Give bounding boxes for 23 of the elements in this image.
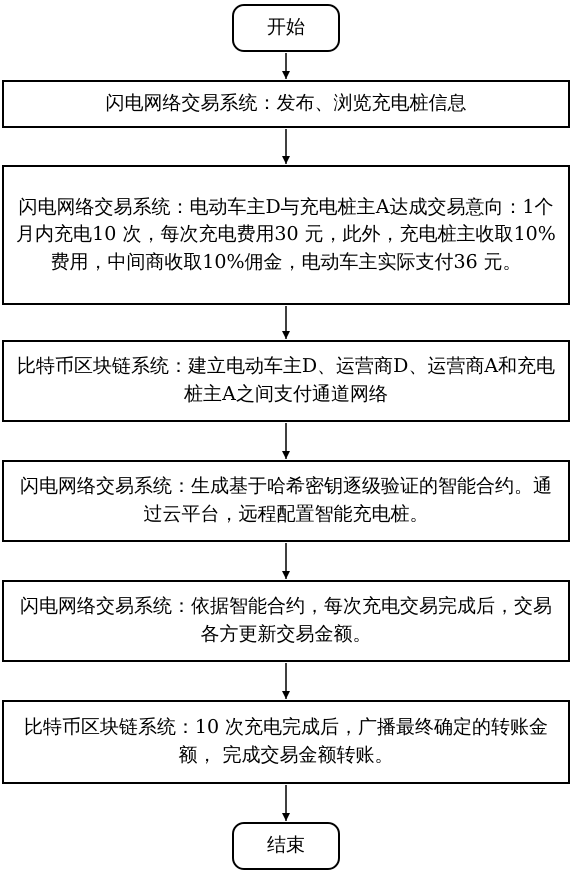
process-box: [2, 460, 570, 542]
step-text: 闪电网络交易系统：依据智能合约，每次充电交易完成后，交易各方更新交易金额。: [19, 594, 553, 647]
step-text: 比特币区块链系统：建立电动车主D、运营商D、运营商A和充电桩主A之间支付通道网络: [16, 354, 556, 407]
step-text: 结束: [267, 833, 305, 858]
step-text: 闪电网络交易系统：生成基于哈希密钥逐级验证的智能合约。通过云平台，远程配置智能充电桩。: [19, 474, 553, 527]
arrow: [282, 53, 290, 79]
arrow: [282, 423, 290, 459]
step-text: 开始: [267, 15, 305, 40]
process-box: [2, 340, 570, 422]
arrow: [282, 306, 290, 339]
arrow: [282, 129, 290, 164]
step-text: 闪电网络交易系统：电动车主D与充电桩主A达成交易意向：1个月内充电10 次，每次充电费用30 元，此外，充电桩主收取10%费用，中间商收取10%佣金，电动车主实际支付36 元。: [16, 194, 556, 275]
process-box: [2, 700, 570, 784]
terminal-box: [232, 822, 340, 870]
process-box: [2, 80, 570, 128]
process-box: [2, 165, 570, 305]
arrow: [282, 543, 290, 579]
process-box: [2, 580, 570, 662]
arrow: [282, 785, 290, 821]
terminal-box: [232, 4, 340, 52]
arrow: [282, 663, 290, 699]
step-text: 比特币区块链系统：10 次充电完成后，广播最终确定的转账金额， 完成交易金额转账。: [22, 715, 550, 768]
step-text: 闪电网络交易系统：发布、浏览充电桩信息: [106, 91, 466, 116]
